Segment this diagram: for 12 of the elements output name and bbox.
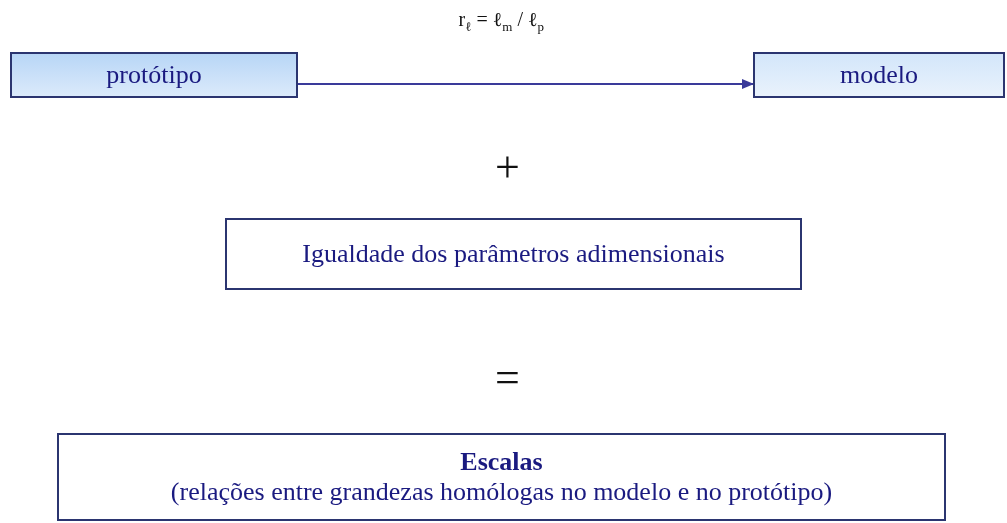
box-label: Igualdade dos parâmetros adimensionais [302, 239, 725, 269]
box-label: protótipo [106, 60, 202, 90]
box-description: (relações entre grandezas homólogas no modelo e no protótipo) [170, 477, 833, 507]
prototype-box [10, 52, 298, 98]
operator-symbol: + [495, 146, 520, 190]
result-box [57, 433, 946, 521]
box-title: Escalas [460, 447, 543, 477]
model-box [753, 52, 1005, 98]
arrow [297, 79, 754, 89]
process-box [225, 218, 802, 290]
operator-symbol: = [495, 356, 520, 400]
box-label: modelo [840, 60, 918, 90]
